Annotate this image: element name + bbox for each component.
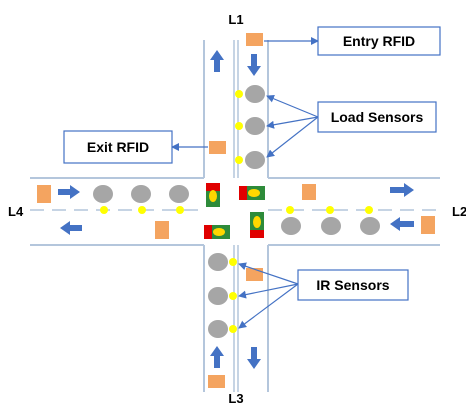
load-sensor (281, 217, 301, 235)
ir-sensor (176, 206, 184, 214)
load-sensor (208, 253, 228, 271)
load-sensor (245, 117, 265, 135)
entry-rfid-reader-l2 (421, 216, 435, 234)
entry-rfid-reader-l1 (246, 33, 263, 46)
entry-rfid-label: Entry RFID (343, 33, 415, 49)
exit-rfid-reader-l3 (246, 268, 263, 281)
traffic-flow-arrows (58, 50, 414, 369)
connector-ir-sensor (238, 283, 299, 299)
load-sensor (321, 217, 341, 235)
arrow-right-icon (390, 183, 414, 197)
load-sensor (131, 185, 151, 203)
entry-rfid-callout: Entry RFID (317, 26, 441, 56)
load-sensors-label: Load Sensors (331, 109, 424, 125)
exit-rfid-label: Exit RFID (87, 139, 149, 155)
arrow-left-icon (390, 217, 414, 231)
traffic-signal-l3 (204, 225, 230, 239)
arrow-right-icon (58, 185, 80, 199)
sensors-l1 (235, 85, 265, 169)
traffic-signal-l1 (239, 186, 265, 200)
exit-rfid-callout: Exit RFID (63, 130, 173, 164)
ir-sensor (229, 258, 237, 266)
connector-ir-sensor (238, 283, 299, 329)
lane-label-l2: L2 (452, 204, 466, 219)
callout-connectors (171, 37, 319, 329)
callout-boxes: Entry RFID Exit RFID Load Sensors IR Sen… (63, 26, 441, 301)
load-sensor (208, 287, 228, 305)
traffic-signal-l2 (250, 212, 264, 238)
ir-sensor (229, 292, 237, 300)
arrow-down-icon (247, 54, 261, 76)
ir-sensors-label: IR Sensors (316, 277, 389, 293)
lane-label-l4: L4 (8, 204, 24, 219)
ir-sensor (235, 156, 243, 164)
traffic-signal-l4 (206, 183, 220, 207)
exit-rfid-reader-l2 (302, 184, 316, 200)
connector-ir-sensor (238, 262, 299, 285)
ir-sensor (138, 206, 146, 214)
load-sensors-callout: Load Sensors (317, 101, 437, 133)
sensors-l3 (208, 253, 237, 338)
connector-load-sensor (266, 116, 319, 129)
load-sensor (245, 85, 265, 103)
exit-rfid-reader-l1 (209, 141, 226, 154)
lane-label-l3: L3 (228, 391, 243, 405)
ir-sensor (235, 122, 243, 130)
sensors-l2 (281, 206, 380, 235)
load-sensor (93, 185, 113, 203)
ir-sensor (100, 206, 108, 214)
ir-sensor (286, 206, 294, 214)
sensors-l4 (93, 185, 189, 214)
load-sensor (169, 185, 189, 203)
ir-sensor (326, 206, 334, 214)
lane-label-l1: L1 (228, 12, 243, 27)
exit-rfid-reader-l4 (155, 221, 169, 239)
ir-sensor (365, 206, 373, 214)
road-network (30, 40, 440, 392)
arrow-down-icon (247, 347, 261, 369)
load-sensor (360, 217, 380, 235)
connector-load-sensor (266, 116, 319, 158)
lane-labels: L1 L2 L3 L4 (8, 12, 466, 405)
load-sensor (245, 151, 265, 169)
arrow-left-icon (60, 221, 82, 235)
rfid-readers (37, 33, 435, 388)
traffic-signals (204, 183, 265, 239)
entry-rfid-reader-l3 (208, 375, 225, 388)
arrow-up-icon (210, 346, 224, 368)
ir-sensor (235, 90, 243, 98)
entry-rfid-reader-l4 (37, 185, 51, 203)
ir-sensors-callout: IR Sensors (297, 269, 409, 301)
ir-sensor (229, 325, 237, 333)
load-sensor (208, 320, 228, 338)
arrow-up-icon (210, 50, 224, 72)
connector-load-sensor (266, 94, 319, 118)
